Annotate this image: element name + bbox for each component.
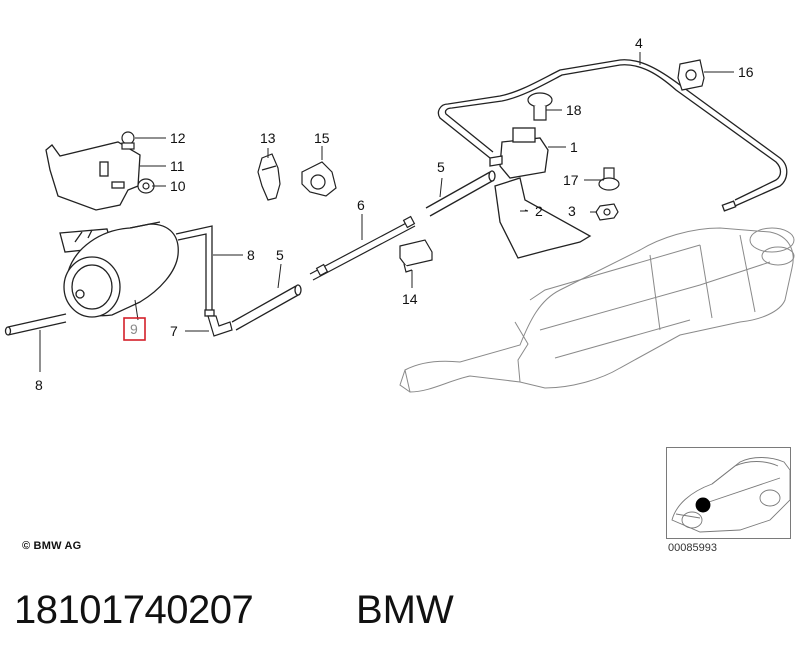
callout-10: 10 <box>170 178 186 194</box>
callout-4: 4 <box>635 35 643 51</box>
hose-5-right <box>425 170 496 217</box>
clip-16 <box>677 59 705 91</box>
nut-3 <box>595 203 619 221</box>
vent-line-4 <box>437 59 788 212</box>
callout-18: 18 <box>566 102 582 118</box>
purge-valve-1 <box>489 127 549 179</box>
callout-labels: 1 2 3 4 5 5 6 7 8 8 9 10 11 12 13 14 15 … <box>35 35 754 393</box>
bolt-12 <box>121 131 135 150</box>
callout-7: 7 <box>170 323 178 339</box>
clip-14 <box>399 239 433 273</box>
elbow-connector-7 <box>207 315 233 337</box>
callout-14: 14 <box>402 291 418 307</box>
callout-1: 1 <box>570 139 578 155</box>
callout-6: 6 <box>357 197 365 213</box>
pipe-6 <box>309 215 416 281</box>
callout-2: 2 <box>535 203 543 219</box>
callout-3: 3 <box>568 203 576 219</box>
hose-8-right <box>175 225 215 317</box>
part-number: 18101740207 <box>14 588 254 632</box>
callout-5-left: 5 <box>276 247 284 263</box>
charcoal-canister <box>59 221 179 318</box>
brand-name: BMW <box>356 588 454 632</box>
callout-15: 15 <box>314 130 330 146</box>
hose-5-left <box>231 284 302 331</box>
callout-16: 16 <box>738 64 754 80</box>
clamp-15 <box>301 161 337 197</box>
diagram-reference-code: 00085993 <box>668 542 717 554</box>
vehicle-thumbnail-frame <box>666 447 791 539</box>
callout-11: 11 <box>170 158 185 174</box>
bolt-18 <box>527 92 553 121</box>
callout-13: 13 <box>260 130 276 146</box>
copyright-notice: © BMW AG <box>22 540 82 552</box>
hose-8-left <box>4 313 67 336</box>
callout-8-bottom: 8 <box>35 377 43 393</box>
callout-9: 9 <box>130 321 138 337</box>
bolt-17 <box>598 167 620 191</box>
leader-lines <box>39 52 734 372</box>
callout-17: 17 <box>563 172 579 188</box>
bracket-11 <box>45 141 141 211</box>
exhaust-silencer <box>399 227 795 393</box>
nut-10 <box>137 178 155 194</box>
bracket-2 <box>494 177 592 259</box>
highlight-box-9 <box>123 317 146 341</box>
callout-12: 12 <box>170 130 186 146</box>
callout-5-right: 5 <box>437 159 445 175</box>
callout-8-right: 8 <box>247 247 255 263</box>
clip-13 <box>257 153 281 201</box>
